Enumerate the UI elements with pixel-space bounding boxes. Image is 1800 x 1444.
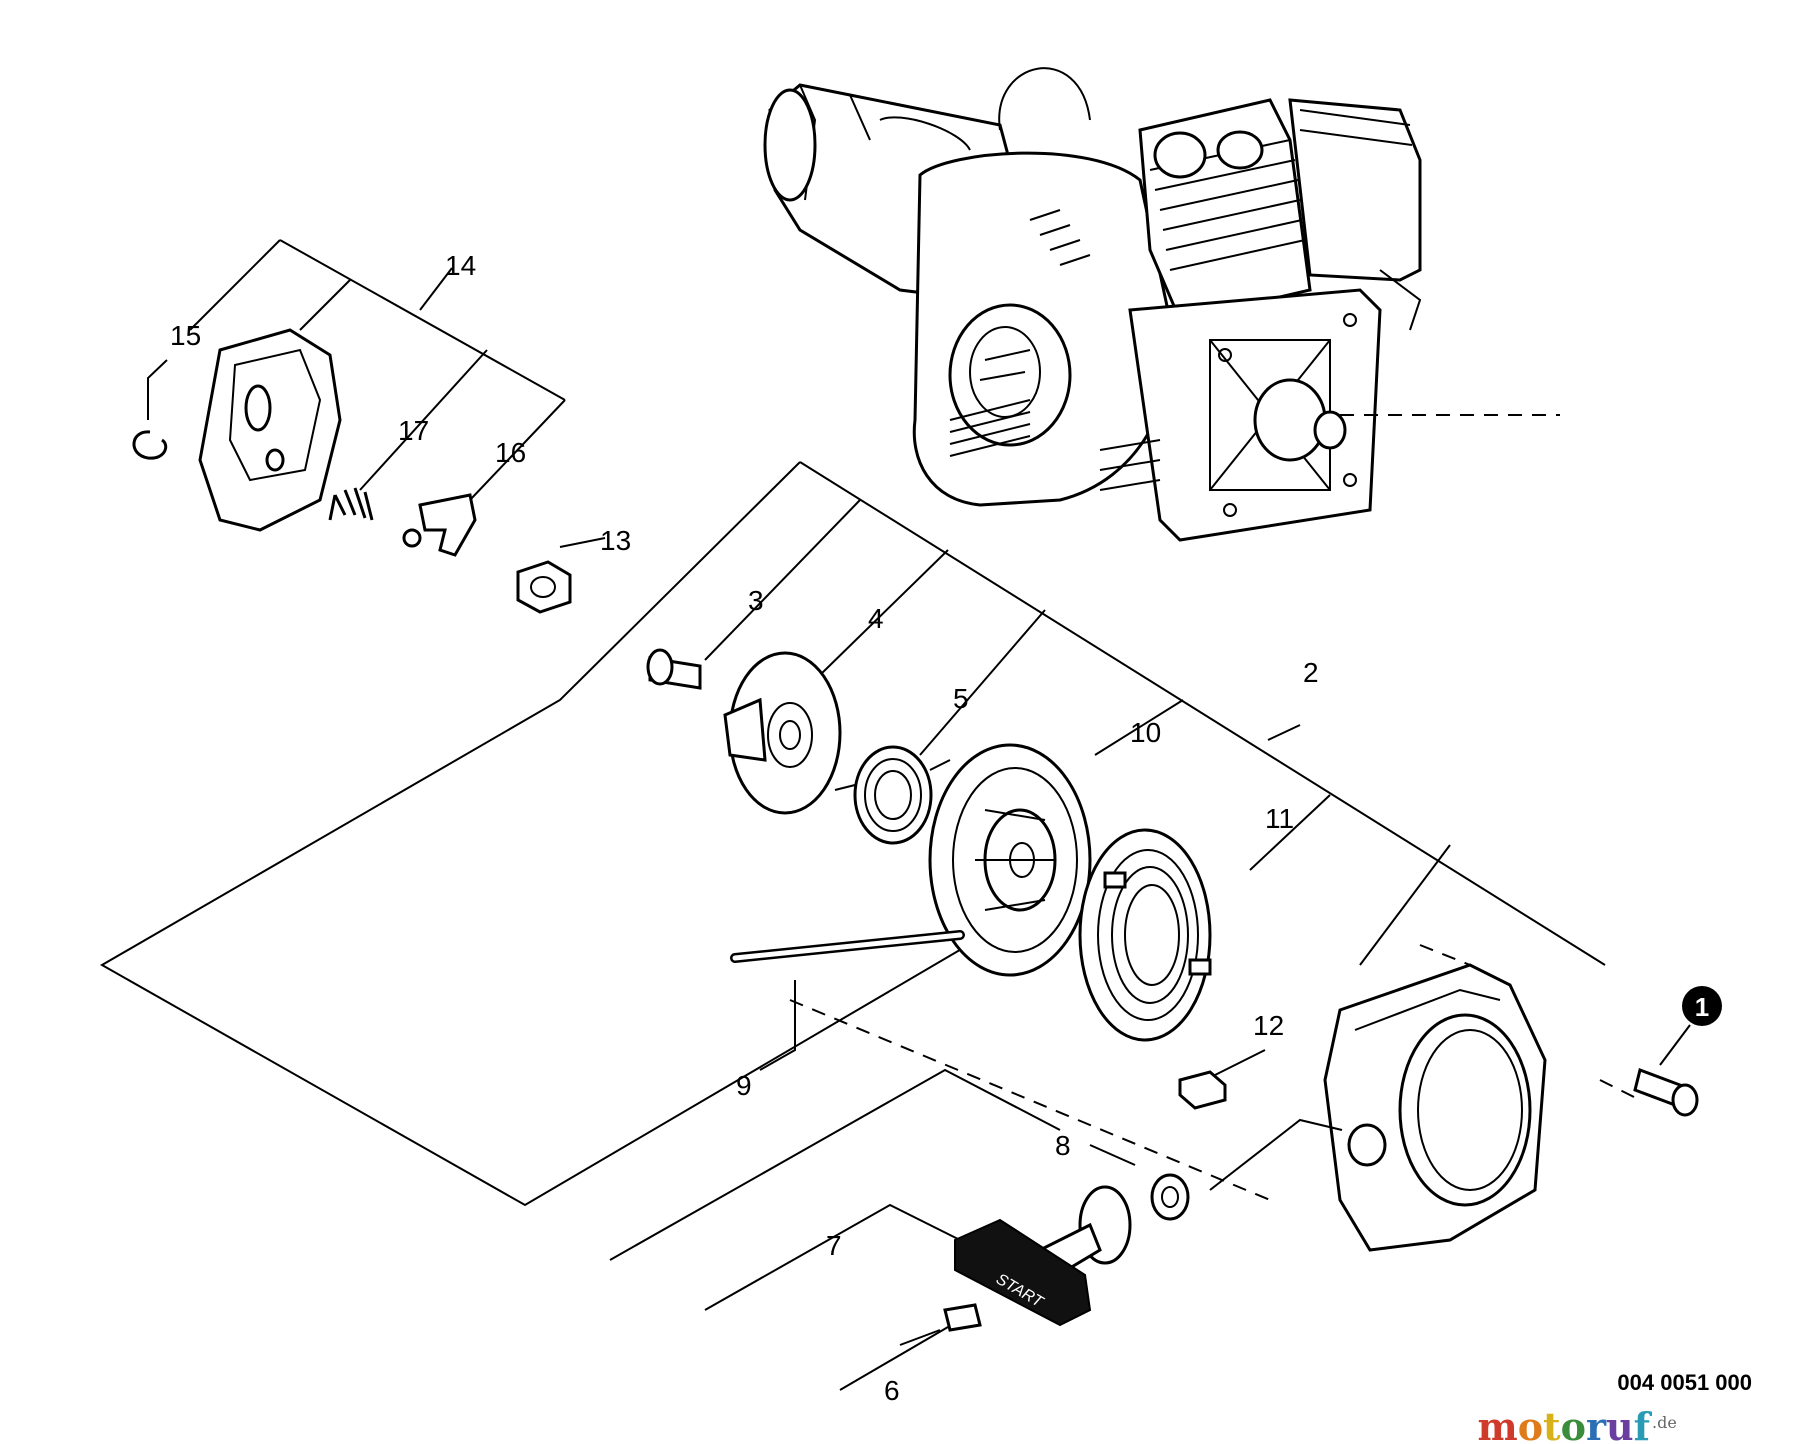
callout-2: 2 (1303, 657, 1319, 688)
part-14-housing (198, 328, 342, 532)
callout-3: 3 (748, 585, 764, 616)
callout-9: 9 (736, 1070, 752, 1101)
watermark-letter: m (1477, 1404, 1517, 1444)
watermark-letter: r (1586, 1404, 1607, 1444)
part-10-reel (928, 743, 1092, 977)
callout-11: 11 (1265, 803, 1294, 834)
part-11-mainspring (1078, 828, 1212, 1042)
callout-13: 13 (600, 525, 631, 556)
leader-lines (99, 239, 1691, 1391)
part-08-bushing (1150, 1173, 1190, 1221)
watermark-letter: u (1606, 1404, 1634, 1444)
watermark-letter: o (1518, 1404, 1543, 1444)
part-06-insert (943, 1303, 982, 1332)
callout-4: 4 (868, 603, 884, 634)
watermark-letter: f (1634, 1404, 1653, 1444)
watermark-letter: o (1561, 1404, 1586, 1444)
callout-16: 16 (495, 437, 526, 468)
callout-15: 15 (170, 320, 201, 351)
part-02-starter-cover (1209, 963, 1547, 1252)
callout-12: 12 (1253, 1010, 1284, 1041)
callout-6: 6 (884, 1375, 900, 1406)
callout-14: 14 (445, 250, 476, 281)
callout-7: 7 (826, 1230, 842, 1261)
part-03-bolt (646, 648, 702, 690)
watermark-letter: t (1543, 1404, 1561, 1444)
callout-1-badge: 1 (1682, 986, 1722, 1026)
part-01-bolt (1633, 1068, 1699, 1117)
part-13-nut (516, 560, 572, 614)
callout-10: 10 (1130, 717, 1161, 748)
engine-drawing (763, 67, 1560, 542)
part-15-clip (132, 430, 168, 460)
callout-1: 1 (1695, 992, 1709, 1022)
callout-17: 17 (398, 415, 429, 446)
part-16-pawl (418, 493, 477, 557)
drawing-number: 004 0051 000 (1617, 1370, 1752, 1395)
part-07-handle: START (954, 1185, 1132, 1327)
callout-labels: 14 15 17 16 13 3 4 5 2 10 11 12 9 8 7 6 (170, 250, 1319, 1406)
part-12-guide (1178, 1070, 1227, 1110)
callout-8: 8 (1055, 1130, 1071, 1161)
part-16-pin (402, 528, 422, 548)
part-17-spring (328, 487, 374, 521)
callout-5: 5 (953, 683, 969, 714)
svg-text:motoruf: motoruf (1477, 1404, 1652, 1444)
part-04-plate (723, 651, 842, 815)
svg-text:.de: .de (1652, 1413, 1677, 1432)
part-05-spring (834, 745, 951, 845)
watermark-logo: motoruf .de (1477, 1404, 1676, 1444)
